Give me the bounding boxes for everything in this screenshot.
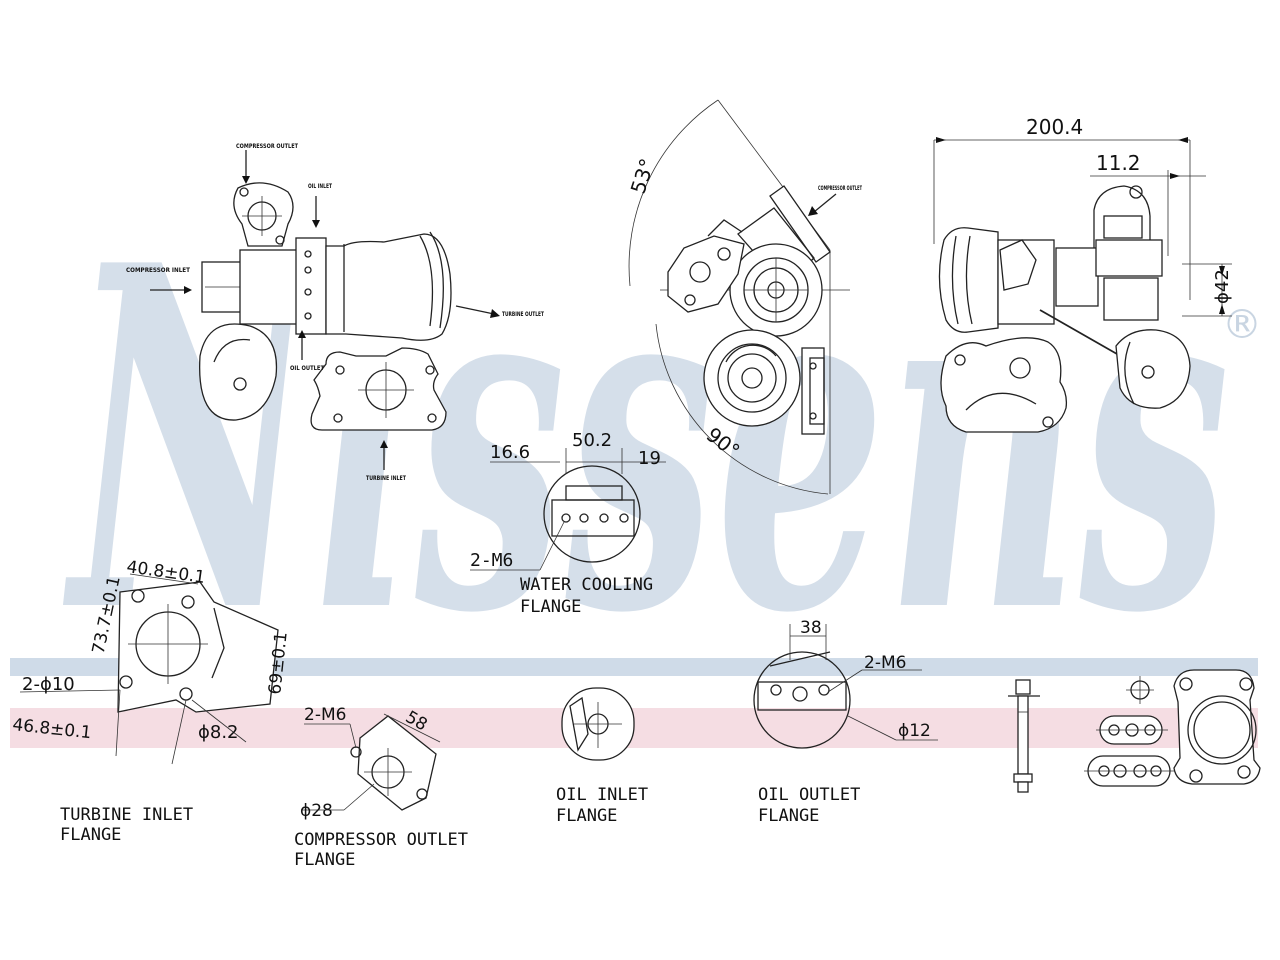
label-compressor-outlet: COMPRESSOR OUTLET: [236, 143, 299, 150]
bore-phi-12: ϕ12: [898, 721, 931, 741]
oil-outlet-title-2: FLANGE: [758, 806, 819, 826]
turbo-front-view: COMPRESSOR OUTLET 53° 90°: [626, 99, 863, 495]
water-cooling-flange: 16.6 50.2 19 2-M6 WATER COOLING FLANGE: [470, 430, 666, 617]
compressor-outlet-flange: 2-M6 58 ϕ28 COMPRESSOR OUTLET FLANGE: [294, 705, 468, 870]
blue-band: [10, 658, 1258, 676]
dim-19: 19: [638, 448, 661, 469]
hole-phi-8-2: ϕ8.2: [198, 722, 239, 743]
bore-phi-28: ϕ28: [300, 801, 333, 821]
dim-phi-42: ϕ42: [1212, 269, 1233, 304]
dim-16-6: 16.6: [490, 442, 530, 463]
label-center-compressor-outlet: COMPRESSOR OUTLET: [818, 185, 863, 192]
dim-50-2: 50.2: [572, 430, 612, 451]
label-compressor-inlet: COMPRESSOR INLET: [126, 267, 191, 274]
label-oil-outlet: OIL OUTLET: [290, 365, 325, 372]
dim-11-2: 11.2: [1096, 151, 1141, 175]
dim-200-4: 200.4: [1026, 115, 1083, 139]
label-turbine-outlet: TURBINE OUTLET: [502, 311, 545, 318]
thread-2-m6-compressor: 2-M6: [304, 705, 346, 725]
thread-2-m6-oil: 2-M6: [864, 653, 906, 673]
turbine-inlet-title-1: TURBINE INLET: [60, 805, 193, 825]
turbo-side-view: COMPRESSOR OUTLET OIL INLET COMPRESSOR I…: [126, 143, 545, 482]
accessory-parts: [1008, 669, 1261, 793]
oil-inlet-title-2: FLANGE: [556, 806, 617, 826]
registered-mark: ®: [1222, 302, 1262, 348]
turbo-top-view: 200.4 11.2 ϕ42: [933, 115, 1233, 433]
label-oil-inlet: OIL INLET: [308, 183, 333, 190]
dim-38: 38: [800, 618, 822, 638]
thread-2-m6-water: 2-M6: [470, 550, 513, 571]
oil-outlet-flange: 38 2-M6 ϕ12 OIL OUTLET FLANGE: [753, 618, 938, 826]
water-cooling-title-2: FLANGE: [520, 597, 581, 617]
turbine-inlet-flange: 40.8±0.1 73.7±0.1 69±0.1 2-ϕ10 46.8±0.1 …: [11, 557, 291, 845]
holes-2-phi-10: 2-ϕ10: [22, 674, 75, 695]
label-turbine-inlet: TURBINE INLET: [366, 475, 407, 482]
compressor-outlet-title-2: FLANGE: [294, 850, 355, 870]
oil-inlet-flange: OIL INLET FLANGE: [556, 687, 648, 826]
oil-inlet-title-1: OIL INLET: [556, 785, 648, 805]
turbine-inlet-title-2: FLANGE: [60, 825, 121, 845]
compressor-outlet-title-1: COMPRESSOR OUTLET: [294, 830, 468, 850]
oil-outlet-title-1: OIL OUTLET: [758, 785, 860, 805]
water-cooling-title-1: WATER COOLING: [520, 575, 653, 595]
